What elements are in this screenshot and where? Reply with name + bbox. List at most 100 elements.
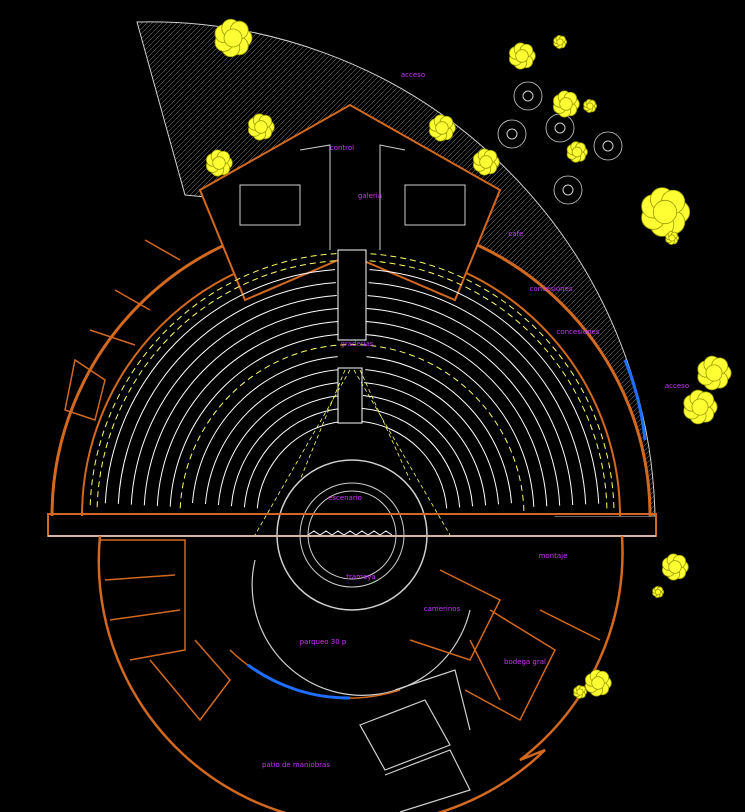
tree-foliage [515,49,529,63]
label-montaje: montaje [539,552,568,560]
label-galeria: galeria [358,192,382,200]
seating-rows [104,269,600,509]
label-graderias: graderias [340,340,373,348]
tree-icon [428,114,456,142]
tree-icon [553,35,568,49]
tree-foliage [586,102,594,110]
seat-row-arc [361,407,461,508]
tree-icon [508,42,536,70]
seat-row-arc [230,395,342,507]
round-table-icon [522,90,534,102]
seat-row-arc [369,269,600,504]
tree-icon [584,669,612,697]
tree-foliage [435,121,449,135]
tree-icon [214,18,253,58]
label-cafe: cafe [509,230,524,238]
glass-curtain-right [623,359,647,441]
tree-icon [573,685,588,699]
round-table-icon [562,184,574,196]
seat-row-arc [366,308,561,506]
round-table-icon [545,113,575,143]
round-table-icon [554,122,566,134]
left-service-rooms [64,239,231,722]
tree-icon [472,148,500,176]
label-tramoya: tramoya [346,573,375,581]
round-table-icon [602,140,614,152]
tree-icon [566,141,588,163]
tree-icon [697,355,732,391]
tree-foliage [212,156,226,170]
label-patio: patio de maniobras [262,761,330,769]
tree-foliage [705,364,723,382]
seat-row-arc [368,282,587,505]
seat-row-arc [243,407,343,508]
round-table-icon [513,81,543,111]
tree-icon [247,113,275,141]
glass-curtain-bottom [247,663,351,700]
label-acceso-lateral: acceso [665,382,689,390]
label-acceso: acceso [401,71,425,79]
round-table-icon [506,128,518,140]
tree-foliage [652,199,678,225]
tree-foliage [479,155,493,169]
tree-icon [683,389,718,425]
seat-row-arc [365,369,499,505]
tree-icon [583,99,598,113]
seat-row-arc [362,395,474,507]
round-table-icon [593,131,623,161]
seat-row-arc [366,356,512,504]
tree-foliage [691,398,709,416]
aisle-dash-arc [179,344,525,511]
front-aisle [337,367,363,424]
seat-row-arc [365,321,548,507]
tree-foliage [668,234,676,242]
round-table-icon [497,119,527,149]
label-parqueo: parqueo 30 p [300,638,347,646]
label-concesiones-1: concesiones [530,285,573,293]
seat-row-arc [364,382,487,506]
tree-foliage [591,676,605,690]
seat-row-arc [130,295,337,505]
tree-icon [552,90,580,118]
seat-row-arc [104,269,335,504]
plaza-tables [497,81,623,205]
parking-arc [229,649,401,699]
seat-row-arc [117,282,336,504]
tree-foliage [559,97,573,111]
tree-icon [641,187,691,237]
tree-foliage [223,28,243,48]
tree-icon [652,585,665,599]
tree-foliage [254,120,268,134]
round-table-icon [553,175,583,205]
label-concesiones-2: concesiones [557,328,600,336]
tree-foliage [576,688,584,696]
seat-row-arc [205,369,339,505]
tramoya-ring [251,559,471,696]
lower-right-rooms [409,569,601,722]
restroom-blocks [239,144,466,250]
tree-foliage [668,560,682,574]
tree-foliage [556,38,564,46]
label-control: control [330,144,354,152]
tree-foliage [654,588,662,596]
seat-row-arc [256,420,344,509]
tree-icon [205,149,233,177]
seat-row-arc [364,334,535,507]
seat-row-arc [169,333,340,507]
tree-icon [665,231,680,245]
seat-row-arc [367,295,574,506]
seat-row-arc [156,321,339,506]
loading-yard-bays [359,669,471,812]
label-camerinos: camerinos [424,605,461,613]
tree-foliage [571,146,583,158]
stage-zigzag [307,530,393,536]
label-escenario: escenario [328,494,362,502]
central-aisle [337,249,367,341]
landscape-trees [205,18,732,699]
seat-row-arc [143,308,338,506]
tree-icon [661,553,689,581]
label-bodega: bodega gral [504,658,546,666]
lobby-wedge [198,103,502,302]
seat-row-arc [192,356,338,504]
